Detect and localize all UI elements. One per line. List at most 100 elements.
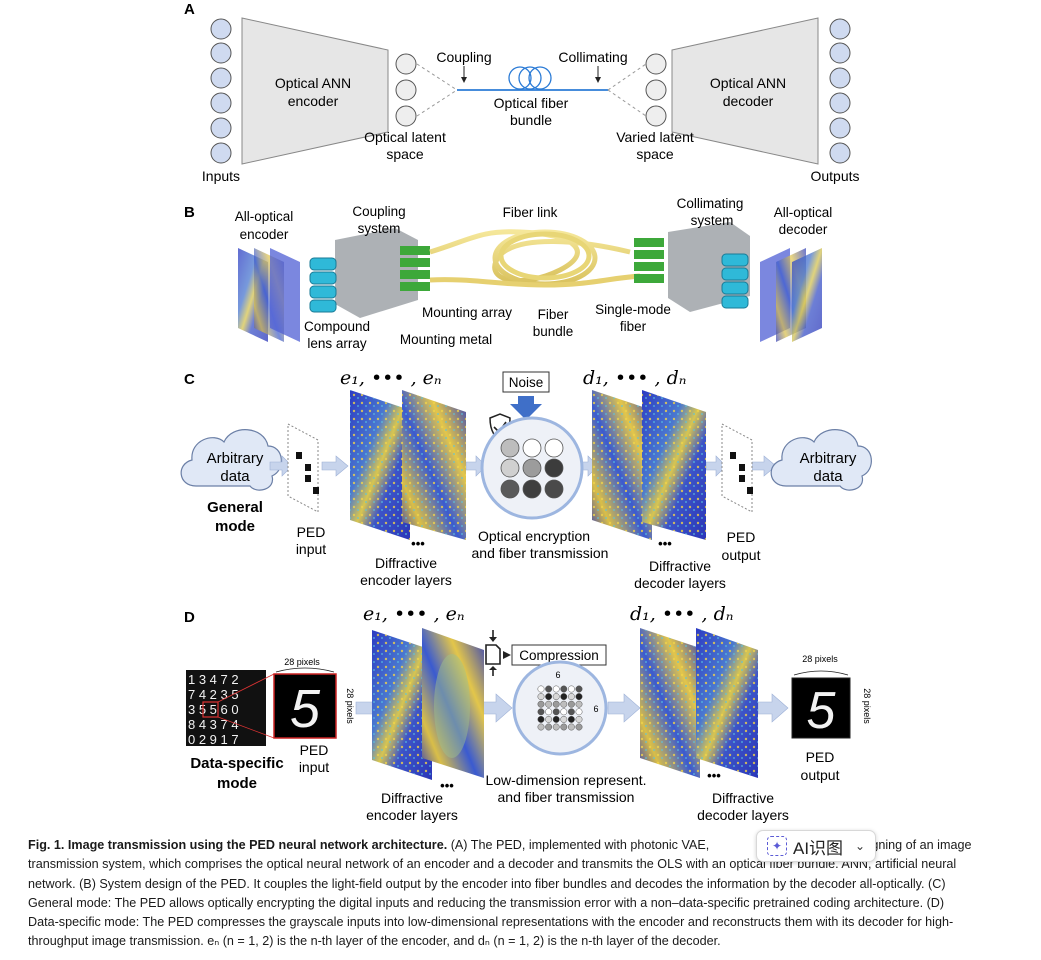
caption-line-3: network. (B) System design of the PED. I… bbox=[28, 876, 946, 891]
c-ped-input-1: PED bbox=[297, 524, 326, 540]
c-mode-2: mode bbox=[215, 518, 255, 535]
c-arb-right-2: data bbox=[813, 468, 843, 485]
lowdim-circle bbox=[512, 660, 608, 756]
latent-dot bbox=[545, 685, 553, 693]
d-enc-layers-2: encoder layers bbox=[366, 807, 458, 823]
b-coupling-1: Coupling bbox=[352, 204, 405, 219]
c-enc-dots: ••• bbox=[411, 536, 425, 551]
d-ped-input-1: PED bbox=[300, 742, 329, 758]
ai-button-label: AI识图 bbox=[793, 838, 844, 858]
c-enc-layers-1: Diffractive bbox=[375, 555, 437, 571]
svg-text:3 5 5 6 0: 3 5 5 6 0 bbox=[188, 702, 239, 717]
b-collimating-2: system bbox=[691, 213, 734, 228]
latent-dot bbox=[552, 708, 560, 716]
latent-dot bbox=[575, 708, 583, 716]
d-dec-dots: ••• bbox=[707, 768, 721, 783]
c-enc-layers-2: encoder layers bbox=[360, 572, 452, 588]
panel-c-letter: C bbox=[184, 371, 195, 388]
compression-label: Compression bbox=[519, 648, 599, 663]
output-nodes bbox=[829, 18, 851, 164]
b-enc-2: encoder bbox=[240, 227, 289, 242]
compression-icon bbox=[485, 630, 511, 676]
d-ped-input-2: input bbox=[299, 759, 329, 775]
latent-dot bbox=[575, 685, 583, 693]
caption-line-0: (A) The PED, implemented with photonic V… bbox=[447, 838, 713, 852]
panel-b: B bbox=[184, 196, 832, 351]
fiber-coil-icon bbox=[508, 66, 552, 90]
panel-b-letter: B bbox=[184, 204, 195, 221]
figure-caption: Fig. 1. Image transmission using the PED… bbox=[28, 836, 1028, 952]
d-ped-output-2: output bbox=[801, 767, 840, 783]
c-ped-output-1: PED bbox=[727, 529, 756, 545]
d-dec-layers-1: Diffractive bbox=[712, 790, 774, 806]
latent-dot bbox=[567, 708, 575, 716]
panel-c: C e₁, ••• , eₙ d₁, ••• , dₙ Arbitrary da… bbox=[180, 367, 872, 591]
decoder-plates bbox=[760, 248, 822, 342]
decoder-label-1: Optical ANN bbox=[710, 75, 786, 91]
latent-label-1: Optical latent bbox=[364, 129, 446, 145]
c-d-label: d₁, ••• , dₙ bbox=[583, 367, 686, 389]
latent-dot bbox=[552, 700, 560, 708]
b-compound-1: Compound bbox=[304, 319, 370, 334]
latent-dot bbox=[552, 685, 560, 693]
b-dec-2: decoder bbox=[779, 222, 828, 237]
d-dec-layers-2: decoder layers bbox=[697, 807, 789, 823]
encoder-label-2: encoder bbox=[288, 93, 339, 109]
ai-recognize-button[interactable]: ✦ AI识图 ⌄ bbox=[756, 830, 876, 862]
b-fiberlink: Fiber link bbox=[503, 205, 558, 220]
varied-label-2: space bbox=[636, 146, 674, 162]
encoder-plates bbox=[238, 248, 300, 342]
c-ped-input-2: input bbox=[296, 541, 326, 557]
d-lowdim-2: and fiber transmission bbox=[498, 789, 635, 805]
svg-text:1 3 4 7 2: 1 3 4 7 2 bbox=[188, 672, 239, 687]
latent-dot bbox=[537, 723, 545, 731]
d-d-label: d₁, ••• , dₙ bbox=[630, 603, 733, 625]
latent-dot bbox=[545, 723, 553, 731]
latent-dot bbox=[552, 723, 560, 731]
c-mode-1: General bbox=[207, 499, 263, 516]
collimating-label: Collimating bbox=[558, 49, 627, 65]
figure-canvas: A Optical ANN encoder Optical ANN decode… bbox=[180, 1, 872, 823]
caption-line-2: transmission system, which comprises the… bbox=[28, 857, 957, 872]
cloud-icon-right bbox=[770, 429, 872, 491]
latent-dot bbox=[537, 685, 545, 693]
panel-a: A Optical ANN encoder Optical ANN decode… bbox=[184, 1, 860, 184]
d-enc-dots: ••• bbox=[440, 778, 454, 793]
cloud-icon-left bbox=[180, 429, 282, 491]
d-decoder-layers bbox=[640, 628, 758, 778]
mnist-grid bbox=[186, 670, 266, 746]
decoder-trapezoid bbox=[671, 17, 819, 165]
svg-text:0 2 9 1 7: 0 2 9 1 7 bbox=[188, 732, 239, 747]
coupling-label: Coupling bbox=[436, 49, 491, 65]
latent-dot bbox=[567, 700, 575, 708]
latent-dot bbox=[537, 693, 545, 701]
c-decoder-layers bbox=[592, 390, 706, 540]
c-ped-output-plane bbox=[721, 423, 753, 513]
d-output-five: 5 bbox=[807, 682, 837, 740]
coupling-system bbox=[309, 228, 430, 318]
latent-dot bbox=[552, 715, 560, 723]
six-right: 6 bbox=[593, 704, 598, 714]
latent-dot bbox=[567, 723, 575, 731]
varied-label-1: Varied latent bbox=[616, 129, 694, 145]
b-mounting-array: Mounting array bbox=[422, 305, 512, 320]
c-arb-left-1: Arbitrary bbox=[207, 450, 264, 467]
c-dec-dots: ••• bbox=[658, 536, 672, 551]
c-arb-right-1: Arbitrary bbox=[800, 450, 857, 467]
d-output-digit bbox=[791, 677, 851, 739]
latent-dot bbox=[560, 685, 568, 693]
latent-dot bbox=[567, 693, 575, 701]
caption-line-5: Data-specific mode: The PED compresses t… bbox=[28, 915, 954, 930]
d-mode-2: mode bbox=[217, 775, 257, 792]
c-encoder-layers bbox=[350, 390, 466, 540]
b-fiber-bundle-1: Fiber bbox=[538, 307, 569, 322]
b-mounting-metal: Mounting metal bbox=[400, 332, 492, 347]
lowdim-dots bbox=[537, 685, 583, 731]
latent-dot bbox=[537, 708, 545, 716]
latent-dot bbox=[537, 715, 545, 723]
latent-dot bbox=[567, 715, 575, 723]
chevron-down-icon: ⌄ bbox=[854, 839, 865, 853]
noise-label: Noise bbox=[509, 375, 544, 390]
panel-d: D e₁, ••• , eₙ d₁, ••• , dₙ 1 3 4 7 2 7 … bbox=[184, 603, 872, 823]
c-optical-enc-1: Optical encryption bbox=[478, 528, 590, 544]
